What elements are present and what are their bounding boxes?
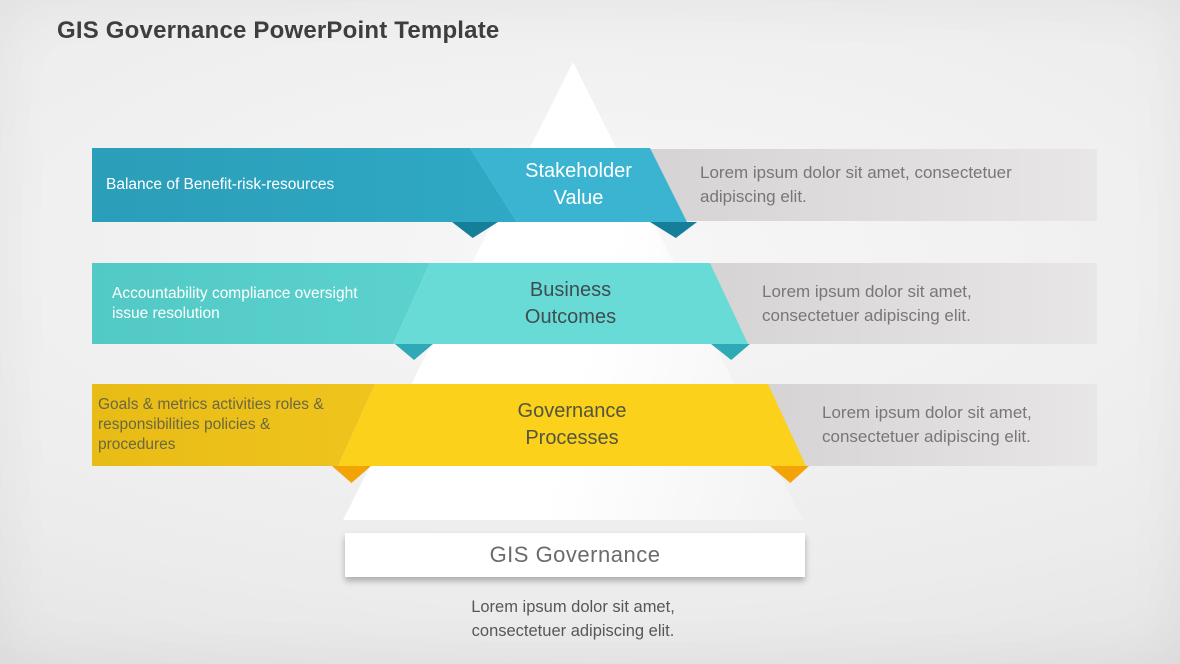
band-3-description-line: consectetuer adipiscing elit.	[822, 427, 1031, 446]
slide-title: GIS Governance PowerPoint Template	[57, 17, 500, 44]
band-2-center-ribbon: Business Outcomes	[393, 263, 748, 344]
base-title-label: GIS Governance	[489, 542, 661, 567]
band-1-description-line: adipiscing elit.	[700, 187, 807, 206]
bottom-caption: Lorem ipsum dolor sit amet, consectetuer…	[471, 598, 675, 640]
band-1-description-line: Lorem ipsum dolor sit amet, consectetuer	[700, 163, 1012, 182]
band-3-left-ribbon: Goals & metrics activities roles & respo…	[92, 384, 375, 466]
band-2-description-line: Lorem ipsum dolor sit amet,	[762, 281, 972, 301]
base-title-box: GIS Governance	[345, 533, 805, 577]
band-2-description-panel: Lorem ipsum dolor sit amet, consectetuer…	[700, 263, 1097, 344]
band-3-left-label: Goals & metrics activities roles & respo…	[98, 396, 324, 453]
band-2-left-label: Accountability compliance oversight issu…	[112, 284, 358, 322]
band-3-center-label: Governance Processes	[517, 400, 627, 449]
band-3-center-ribbon: Governance Processes	[338, 384, 806, 466]
band-1-center-label: Stakeholder Value	[525, 160, 632, 209]
band-2-description-line: consectetuer adipiscing elit.	[762, 305, 971, 325]
band-2-center-label: Business Outcomes	[524, 278, 617, 328]
band-1-left-label: Balance of Benefit-risk-resources	[106, 176, 335, 193]
band-1-description-panel: Lorem ipsum dolor sit amet, consectetuer…	[645, 149, 1097, 221]
band-3-description-line: Lorem ipsum dolor sit amet,	[822, 403, 1032, 422]
band-3-description-panel: Lorem ipsum dolor sit amet, consectetuer…	[760, 384, 1097, 466]
band-1-left-ribbon: Balance of Benefit-risk-resources	[92, 148, 517, 222]
band-2-left-ribbon: Accountability compliance oversight issu…	[92, 263, 430, 344]
